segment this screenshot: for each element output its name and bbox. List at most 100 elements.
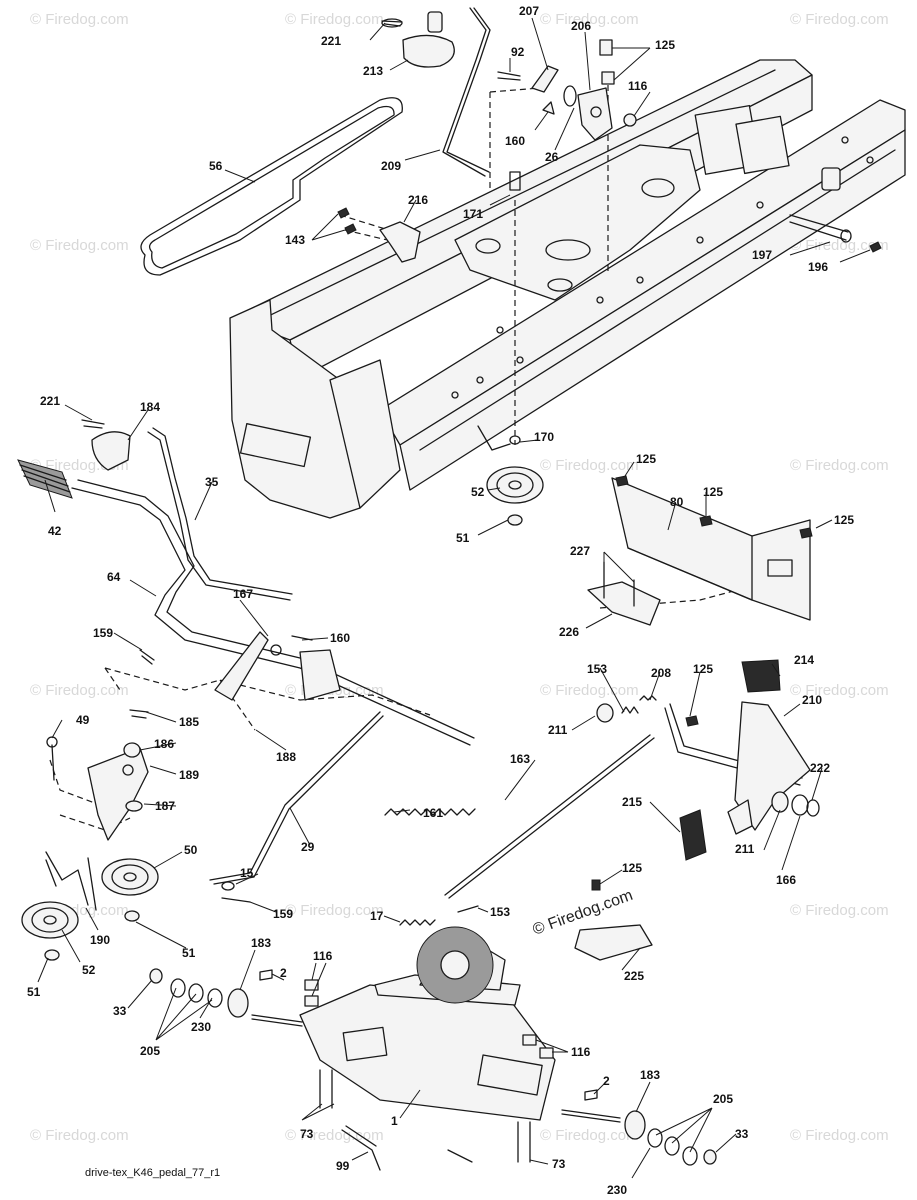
pivot-parts-top xyxy=(497,39,882,253)
callout-labels: 221 213 207 206 92 125 116 160 26 56 209… xyxy=(27,4,854,1197)
callout-161: 161 xyxy=(423,806,443,820)
callout-51: 51 xyxy=(456,531,470,545)
knob-184 xyxy=(81,419,131,471)
watermark: © Firedog.com xyxy=(790,682,889,699)
callout-205: 205 xyxy=(140,1044,160,1058)
diagram-caption: drive-tex_K46_pedal_77_r1 xyxy=(85,1167,220,1179)
callout-73: 73 xyxy=(552,1157,566,1171)
callout-160: 160 xyxy=(330,631,350,645)
callout-211: 211 xyxy=(548,723,568,737)
callout-207: 207 xyxy=(519,4,539,18)
pedal-assembly-210 xyxy=(664,701,820,835)
watermark: © Firedog.com xyxy=(540,1127,639,1144)
callout-73: 73 xyxy=(300,1127,314,1141)
callout-125: 125 xyxy=(655,38,675,52)
callout-184: 184 xyxy=(140,400,160,414)
bracket-80 xyxy=(611,475,813,621)
callout-221: 221 xyxy=(321,34,341,48)
callout-116: 116 xyxy=(571,1045,591,1059)
callout-17: 17 xyxy=(370,909,384,923)
callout-183: 183 xyxy=(640,1068,660,1082)
callout-187: 187 xyxy=(155,799,175,813)
callout-64: 64 xyxy=(107,570,121,584)
callout-183: 183 xyxy=(251,936,271,950)
callout-99: 99 xyxy=(336,1159,350,1173)
callout-143: 143 xyxy=(285,233,305,247)
callout-160: 160 xyxy=(505,134,525,148)
callout-188: 188 xyxy=(276,750,296,764)
callout-125: 125 xyxy=(703,485,723,499)
callout-52: 52 xyxy=(471,485,485,499)
callout-125: 125 xyxy=(622,861,642,875)
callout-189: 189 xyxy=(179,768,199,782)
callout-51: 51 xyxy=(27,985,41,999)
callout-26: 26 xyxy=(545,150,559,164)
callout-153: 153 xyxy=(490,905,510,919)
watermark: © Firedog.com xyxy=(30,682,129,699)
callout-185: 185 xyxy=(179,715,199,729)
callout-50: 50 xyxy=(184,843,198,857)
wheel-hub-right xyxy=(522,1034,717,1166)
callout-221: 221 xyxy=(40,394,60,408)
callout-210: 210 xyxy=(802,693,822,707)
bracket-216 xyxy=(337,207,421,263)
callout-163: 163 xyxy=(510,752,530,766)
callout-153: 153 xyxy=(587,662,607,676)
transaxle-1 xyxy=(251,926,621,1171)
watermark: © Firedog.com xyxy=(30,11,129,28)
callout-52: 52 xyxy=(82,963,96,977)
leader-lines xyxy=(37,17,871,1179)
callout-206: 206 xyxy=(571,19,591,33)
rod-209 xyxy=(442,7,491,177)
callout-197: 197 xyxy=(752,248,772,262)
callout-166: 166 xyxy=(776,873,796,887)
callout-226: 226 xyxy=(559,625,579,639)
callout-208: 208 xyxy=(651,666,671,680)
callout-213: 213 xyxy=(363,64,383,78)
callout-209: 209 xyxy=(381,159,401,173)
callout-116: 116 xyxy=(628,79,648,93)
pulley-52-upper xyxy=(477,425,544,526)
callout-216: 216 xyxy=(408,193,428,207)
callout-227: 227 xyxy=(570,544,590,558)
callout-205: 205 xyxy=(713,1092,733,1106)
link-parts-15-17 xyxy=(221,881,479,926)
callout-230: 230 xyxy=(191,1020,211,1034)
pad-214 xyxy=(741,659,781,693)
callout-116: 116 xyxy=(313,949,333,963)
callout-92: 92 xyxy=(511,45,525,59)
watermark: © Firedog.com xyxy=(540,11,639,28)
callout-167: 167 xyxy=(233,587,253,601)
watermark: © Firedog.com xyxy=(790,457,889,474)
callout-33: 33 xyxy=(113,1004,127,1018)
watermark: © Firedog.com xyxy=(30,1127,129,1144)
pulley-52-lower xyxy=(21,851,97,961)
callout-225: 225 xyxy=(624,969,644,983)
watermark: © Firedog.com xyxy=(790,902,889,919)
pulley-50 xyxy=(101,858,159,922)
callout-190: 190 xyxy=(90,933,110,947)
lever-64-35 xyxy=(71,427,475,746)
watermark: © Firedog.com xyxy=(285,1127,384,1144)
callout-159: 159 xyxy=(93,626,113,640)
callout-125: 125 xyxy=(636,452,656,466)
watermark: © Firedog.com xyxy=(790,11,889,28)
wheel-hub-left xyxy=(149,968,319,1018)
rod-29 xyxy=(209,711,384,885)
rod-163 xyxy=(444,695,699,899)
callout-51: 51 xyxy=(182,946,196,960)
watermark: © Firedog.com xyxy=(285,902,384,919)
watermark: © Firedog.com xyxy=(790,237,889,254)
spring-161 xyxy=(384,808,476,816)
callout-171: 171 xyxy=(463,207,483,221)
idler-plate-189 xyxy=(46,709,149,841)
callout-80: 80 xyxy=(670,495,684,509)
callout-186: 186 xyxy=(154,737,174,751)
callout-215: 215 xyxy=(622,795,642,809)
callout-159: 159 xyxy=(273,907,293,921)
watermark: © Firedog.com xyxy=(30,237,129,254)
chassis-frame xyxy=(229,59,906,519)
callout-2: 2 xyxy=(280,966,287,980)
callout-222: 222 xyxy=(810,761,830,775)
